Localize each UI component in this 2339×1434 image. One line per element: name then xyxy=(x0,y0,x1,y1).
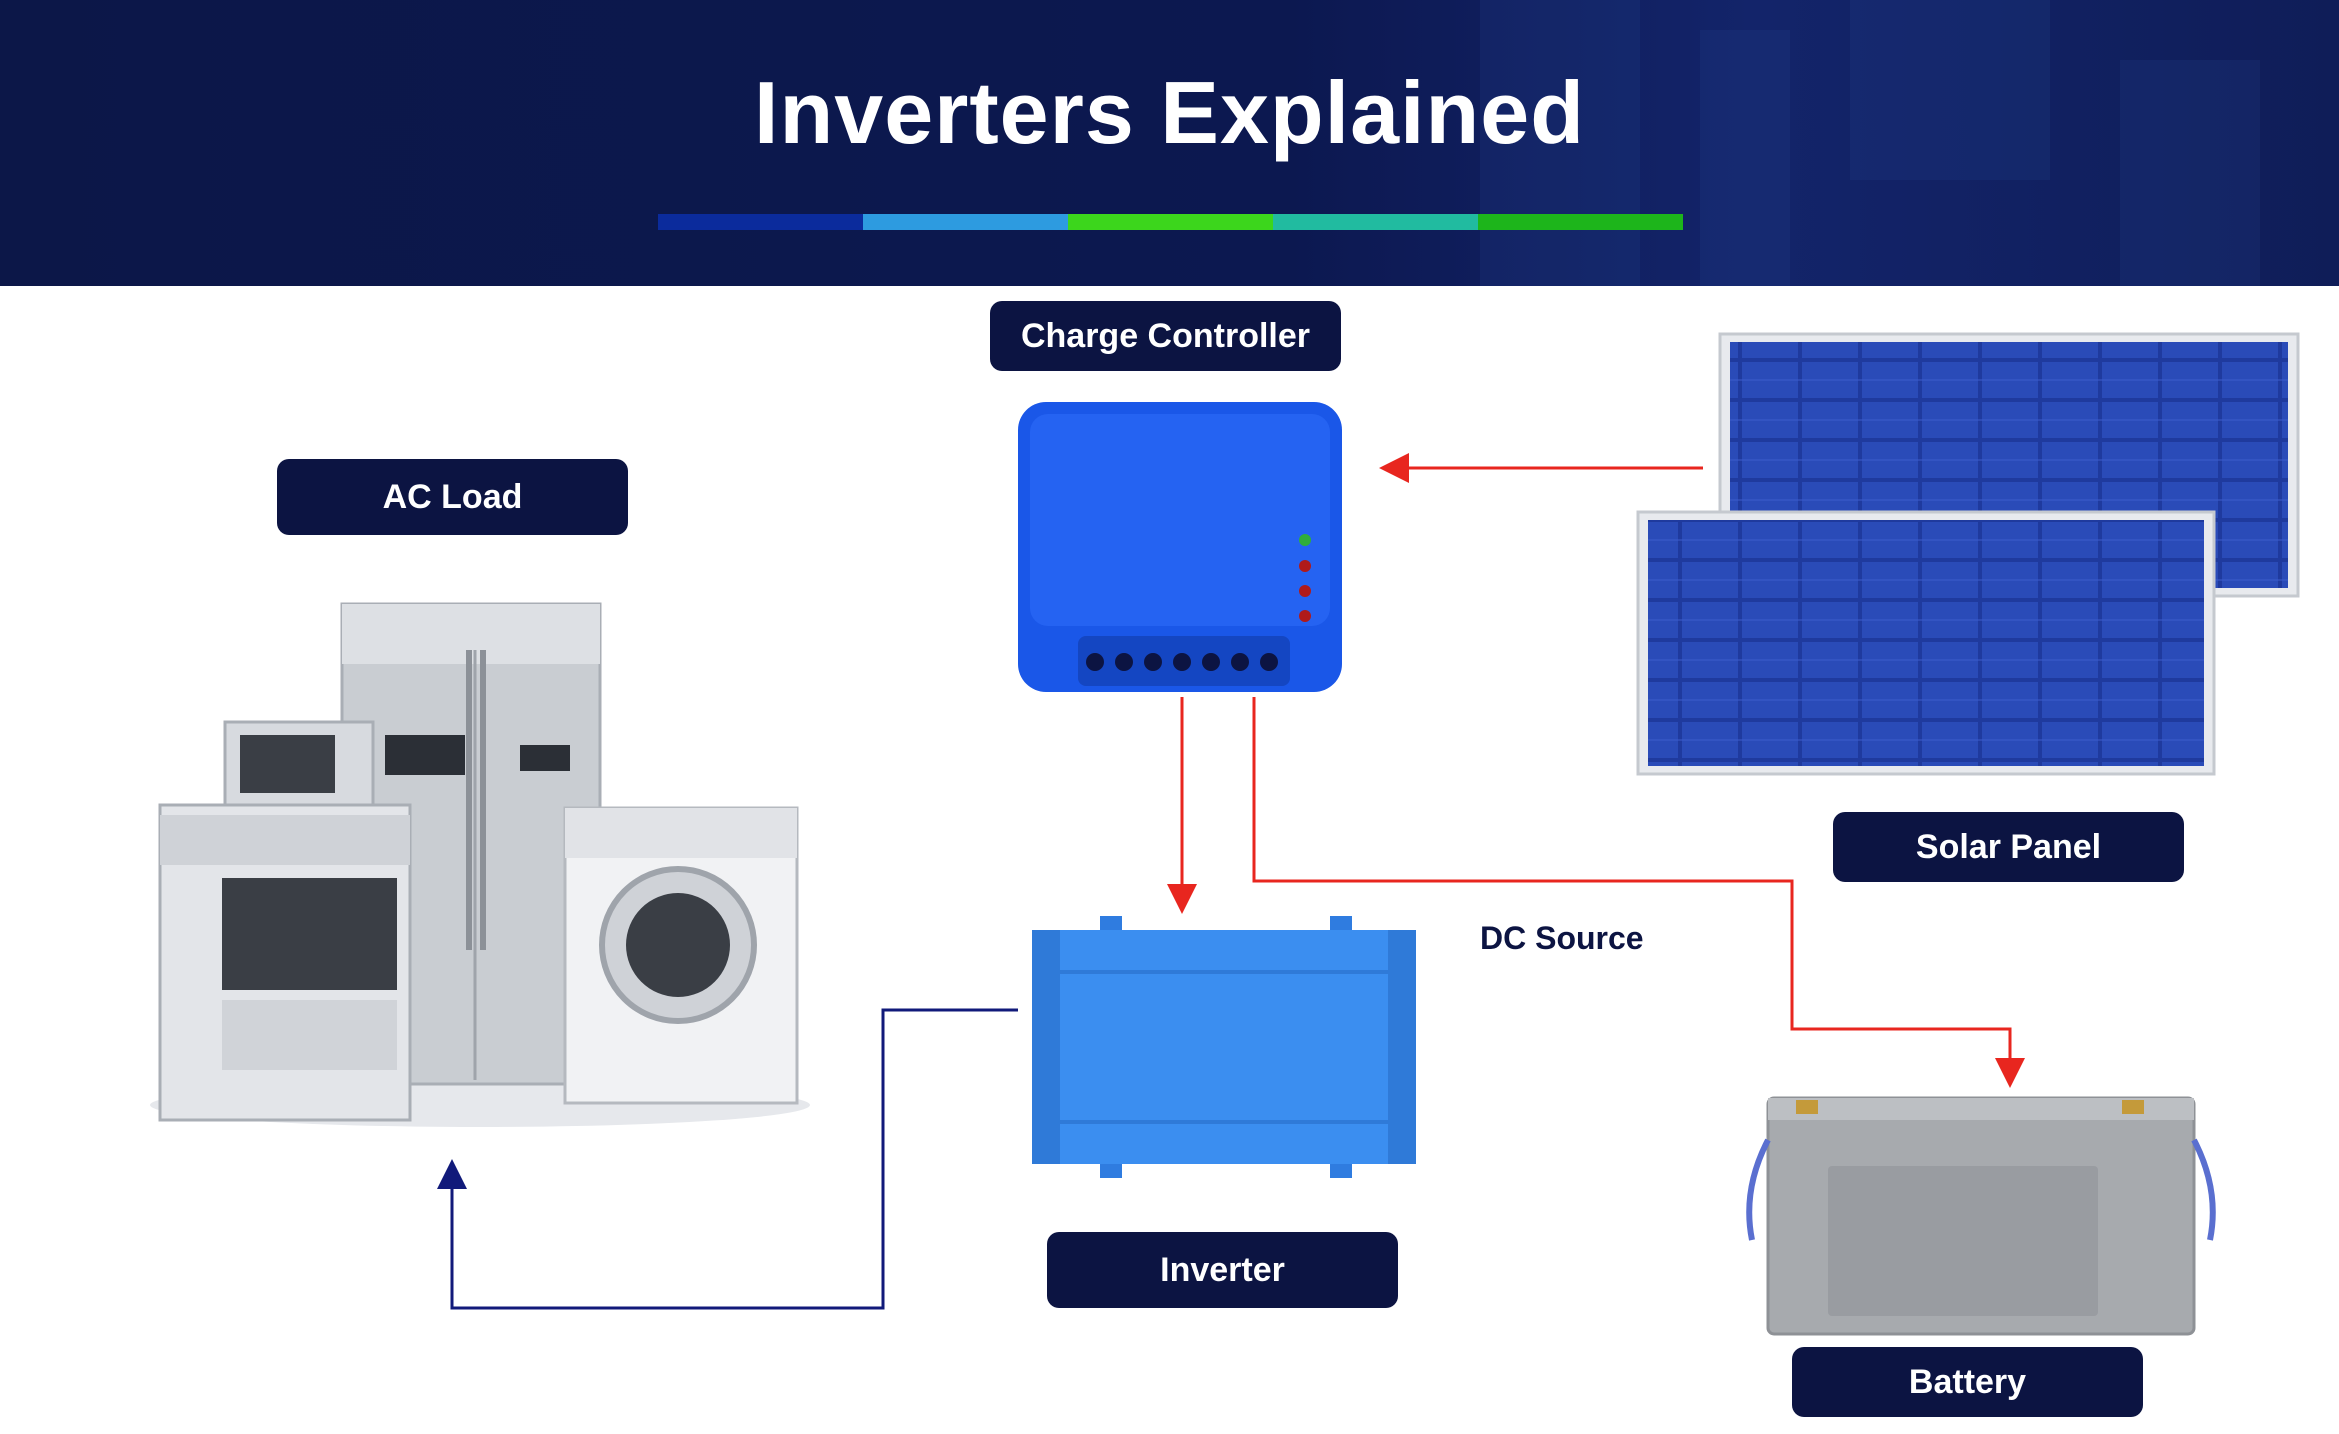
banner-shade xyxy=(1850,0,2050,180)
banner-shade xyxy=(1700,30,1790,286)
label-inverter: Inverter xyxy=(1047,1232,1398,1308)
battery-image xyxy=(1746,1096,2216,1336)
banner-shade xyxy=(2120,60,2260,286)
header-banner: Inverters Explained xyxy=(0,0,2339,286)
color-bar-segment-3 xyxy=(1068,214,1273,230)
arrow-inverter-to-ac-load xyxy=(437,1008,1018,1310)
arrow-controller-to-battery xyxy=(1252,697,2025,1088)
solar-panels-image xyxy=(1636,332,2300,776)
color-bar-segment-1 xyxy=(658,214,863,230)
label-charge-controller: Charge Controller xyxy=(990,301,1341,371)
label-solar-panel: Solar Panel xyxy=(1833,812,2184,882)
color-bar-segment-5 xyxy=(1478,214,1683,230)
banner-shade xyxy=(1480,0,1640,286)
label-ac-load: AC Load xyxy=(277,459,628,535)
color-bar xyxy=(658,214,1683,230)
color-bar-segment-2 xyxy=(863,214,1068,230)
page-title: Inverters Explained xyxy=(754,63,1585,162)
appliances-image xyxy=(150,602,810,1127)
label-battery: Battery xyxy=(1792,1347,2143,1417)
charge-controller-device xyxy=(1018,402,1342,692)
label-dc-source: DC Source xyxy=(1480,920,1644,956)
inverter-device xyxy=(1032,916,1416,1178)
color-bar-segment-4 xyxy=(1273,214,1478,230)
